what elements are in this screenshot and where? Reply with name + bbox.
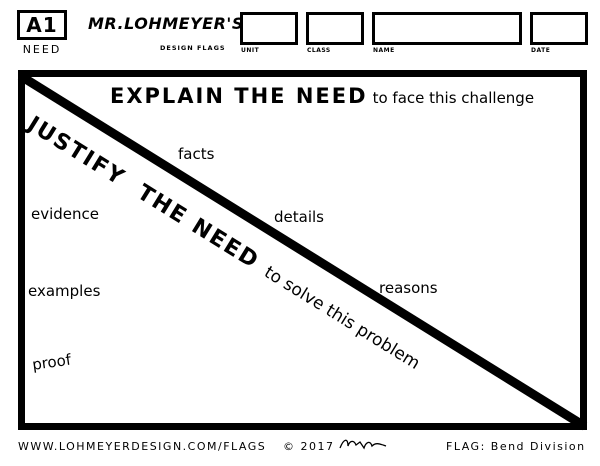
brand-subtitle: DESIGN FLAGS [160,44,226,52]
unit-label: UNIT [241,47,260,54]
class-field[interactable] [306,12,364,45]
flag-code: A1 [26,13,58,37]
word-evidence: evidence [31,205,100,223]
worksheet-frame [18,70,587,430]
unit-field[interactable] [240,12,298,45]
word-examples: examples [28,282,101,300]
date-label: DATE [531,47,551,54]
brand-logo: MR.LOHMEYER'S [88,14,244,33]
explain-prompt: EXPLAIN THE NEED to face this challenge [110,84,534,108]
flag-code-box: A1 [17,10,67,40]
explain-subtext: to face this challenge [372,89,535,107]
copyright: © 2017 [283,440,335,453]
explain-heading: EXPLAIN THE NEED [110,84,368,108]
website-link[interactable]: WWW.LOHMEYERDESIGN.COM/FLAGS [18,440,267,453]
flag-code-label: NEED [22,43,62,56]
flag-name: FLAG: Bend Division [446,440,586,453]
signature-icon [339,439,387,450]
name-field[interactable] [372,12,522,45]
word-details: details [274,208,324,226]
name-label: NAME [373,47,395,54]
word-reasons: reasons [379,279,438,297]
date-field[interactable] [530,12,588,45]
class-label: CLASS [307,47,331,54]
word-facts: facts [178,145,215,163]
